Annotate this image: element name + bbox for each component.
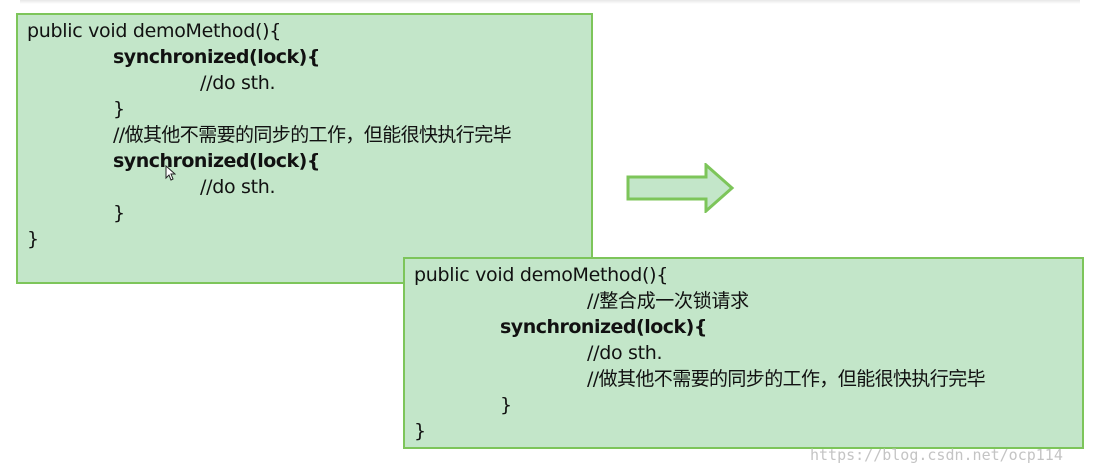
- code-line-method-signature: public void demoMethod(){: [27, 20, 282, 42]
- code-line-do-sth: //do sth.: [587, 342, 663, 364]
- code-line-do-sth: //do sth.: [200, 176, 276, 198]
- code-line-do-sth: //do sth.: [200, 72, 276, 94]
- code-line-method-close-brace: }: [27, 228, 39, 250]
- code-line-close-brace: }: [500, 394, 512, 416]
- code-line-method-signature: public void demoMethod(){: [414, 264, 669, 286]
- code-line-close-brace: }: [113, 202, 125, 224]
- right-arrow-icon: [626, 163, 735, 213]
- code-line-synchronized: synchronized(lock){: [500, 316, 707, 338]
- code-block-after: public void demoMethod(){ //整合成一次锁请求 syn…: [403, 257, 1084, 449]
- code-line-close-brace: }: [113, 98, 125, 120]
- code-line-method-close-brace: }: [414, 420, 426, 442]
- arrow-shape: [626, 163, 735, 213]
- mouse-pointer-icon: [165, 165, 176, 181]
- watermark-url: https://blog.csdn.net/ocp114: [810, 446, 1063, 464]
- top-divider: [20, 0, 1080, 4]
- code-line-synchronized: synchronized(lock){: [113, 46, 320, 68]
- code-line-merge-comment: //整合成一次锁请求: [587, 290, 749, 312]
- code-line-comment: //做其他不需要的同步的工作，但能很快执行完毕: [587, 368, 986, 390]
- code-line-comment: //做其他不需要的同步的工作，但能很快执行完毕: [113, 124, 512, 146]
- code-block-before: public void demoMethod(){ synchronized(l…: [16, 13, 593, 284]
- code-line-synchronized: synchronized(lock){: [113, 150, 320, 172]
